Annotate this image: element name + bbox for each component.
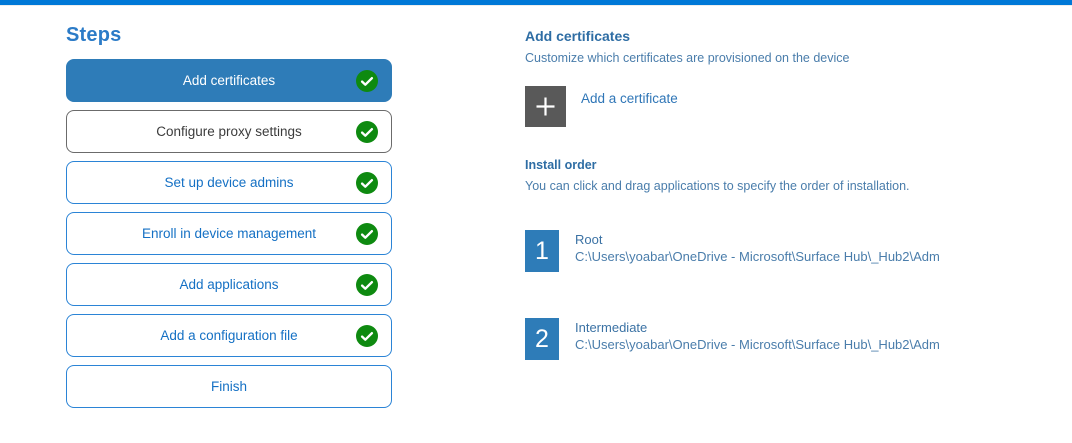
install-order-title: Install order: [525, 158, 597, 172]
step-add-a-configuration-file[interactable]: Add a configuration file: [66, 314, 392, 357]
section-title: Add certificates: [525, 28, 631, 44]
check-circle-icon: [356, 273, 378, 296]
install-order-item-intermediate[interactable]: 2 Intermediate C:\Users\yoabar\OneDrive …: [525, 318, 1045, 360]
content-panel: Add certificates Customize which certifi…: [525, 28, 1045, 360]
step-label: Add a configuration file: [160, 328, 298, 343]
step-label: Add applications: [179, 277, 279, 292]
cert-path: C:\Users\yoabar\OneDrive - Microsoft\Sur…: [575, 249, 940, 264]
step-label: Set up device admins: [164, 175, 294, 190]
step-add-applications[interactable]: Add applications: [66, 263, 392, 306]
cert-name: Intermediate: [575, 320, 648, 335]
cert-item-text: Root C:\Users\yoabar\OneDrive - Microsof…: [575, 230, 940, 265]
check-circle-icon: [356, 120, 378, 143]
add-certificate-label: Add a certificate: [581, 91, 678, 106]
top-accent-shadow: [0, 5, 1072, 6]
steps-sidebar: Steps Add certificates Configure proxy s…: [66, 24, 396, 416]
cert-path: C:\Users\yoabar\OneDrive - Microsoft\Sur…: [575, 337, 940, 352]
install-order-item-root[interactable]: 1 Root C:\Users\yoabar\OneDrive - Micros…: [525, 230, 1045, 272]
step-configure-proxy-settings[interactable]: Configure proxy settings: [66, 110, 392, 153]
check-circle-icon: [356, 69, 378, 92]
steps-title: Steps: [66, 24, 122, 46]
check-circle-icon: [356, 171, 378, 194]
section-subtitle: Customize which certificates are provisi…: [525, 51, 850, 65]
step-label: Add certificates: [182, 73, 276, 88]
cert-item-text: Intermediate C:\Users\yoabar\OneDrive - …: [575, 318, 940, 353]
top-accent-bar: [0, 0, 1072, 5]
step-label: Configure proxy settings: [156, 124, 302, 139]
add-certificate-button[interactable]: Add a certificate: [525, 86, 765, 127]
install-order-subtitle: You can click and drag applications to s…: [525, 179, 910, 193]
step-enroll-in-device-management[interactable]: Enroll in device management: [66, 212, 392, 255]
step-add-certificates[interactable]: Add certificates: [66, 59, 392, 102]
step-set-up-device-admins[interactable]: Set up device admins: [66, 161, 392, 204]
check-circle-icon: [356, 222, 378, 245]
check-circle-icon: [356, 324, 378, 347]
step-label: Enroll in device management: [141, 226, 317, 241]
order-number-badge: 2: [525, 318, 559, 360]
order-number-badge: 1: [525, 230, 559, 272]
step-finish[interactable]: Finish: [66, 365, 392, 408]
plus-icon[interactable]: [525, 86, 566, 127]
cert-name: Root: [575, 232, 603, 247]
step-label: Finish: [210, 379, 247, 394]
